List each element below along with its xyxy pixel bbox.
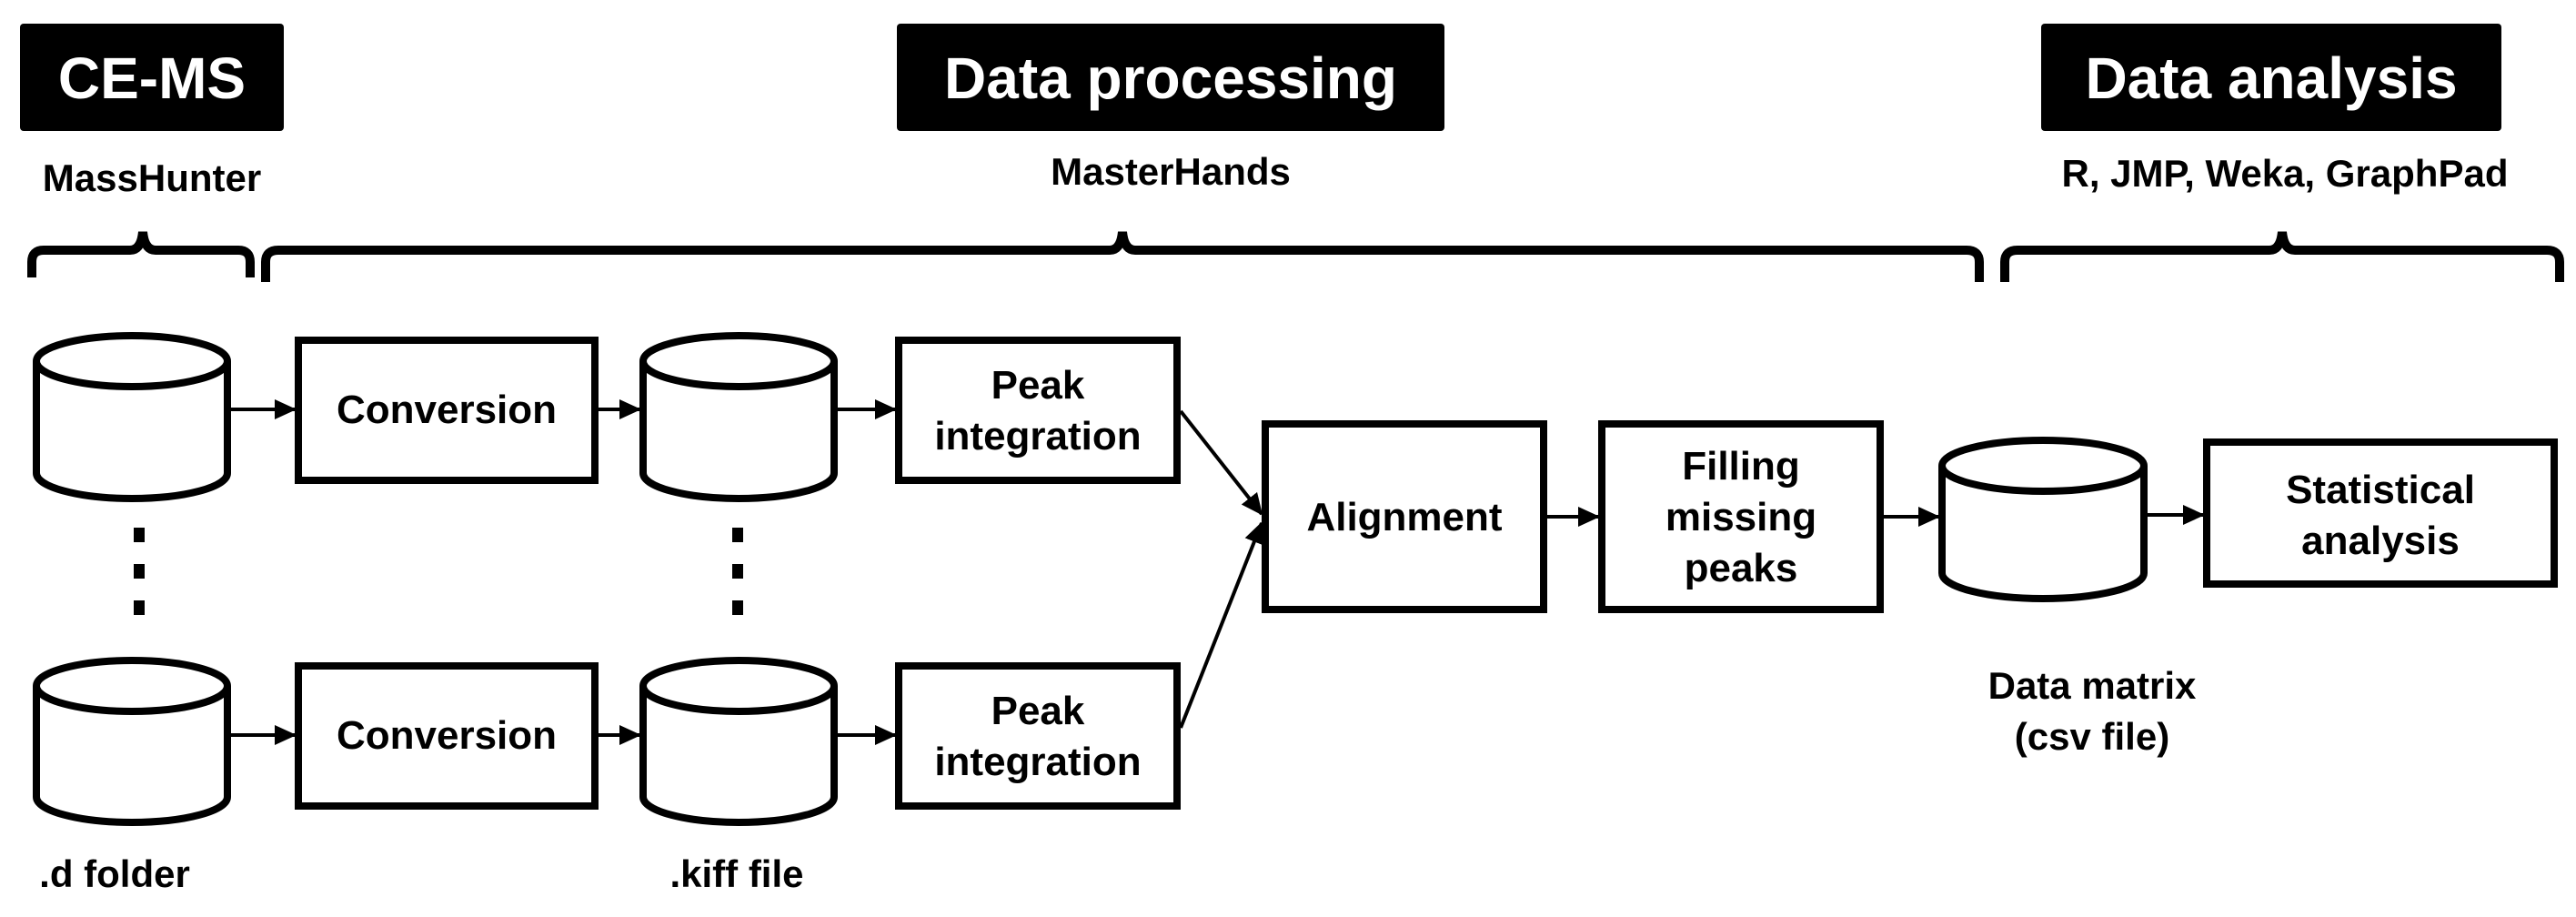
box-statistical-analysis: Statistical analysis: [2203, 438, 2558, 588]
box-filling-line3: peaks: [1685, 546, 1798, 590]
label-kiff-file: .kiff file: [669, 852, 803, 895]
box-peak-top-line2: integration: [934, 414, 1141, 458]
cylinder-kiff-top: [639, 332, 838, 502]
box-conversion-bottom-text: Conversion: [337, 713, 557, 758]
header-analysis-text: Data analysis: [2085, 45, 2457, 111]
brace-cems: [27, 231, 255, 277]
brace-analysis: [2000, 231, 2564, 282]
box-statistical-line1: Statistical: [2286, 468, 2475, 512]
software-masshunter: MassHunter: [43, 156, 261, 199]
cylinder-kiff-bottom: [639, 657, 838, 826]
box-peak-integration-bottom: Peak integration: [895, 662, 1181, 810]
label-d-folder: .d folder: [39, 852, 190, 895]
header-cems: CE-MS: [20, 24, 284, 131]
box-peak-bottom-line1: Peak: [991, 689, 1085, 733]
arrow-peak-bottom-to-alignment: [1179, 521, 1264, 729]
box-filling-line2: missing: [1665, 495, 1816, 539]
box-statistical-line2: analysis: [2301, 519, 2460, 563]
header-processing-text: Data processing: [944, 45, 1397, 111]
software-masterhands: MasterHands: [1051, 150, 1291, 193]
software-analysis-tools: R, JMP, Weka, GraphPad: [2062, 152, 2509, 195]
header-cems-text: CE-MS: [58, 45, 246, 111]
box-peak-top-line1: Peak: [991, 363, 1085, 408]
box-alignment: Alignment: [1262, 420, 1547, 613]
box-alignment-text: Alignment: [1306, 495, 1502, 539]
box-peak-bottom-line2: integration: [934, 740, 1141, 784]
box-peak-integration-top: Peak integration: [895, 337, 1181, 484]
box-filling-line1: Filling: [1682, 444, 1800, 489]
cylinder-d-folder-top: [33, 332, 231, 502]
header-data-processing: Data processing: [897, 24, 1444, 131]
cylinder-d-folder-bottom: [33, 657, 231, 826]
box-conversion-bottom: Conversion: [295, 662, 599, 810]
box-conversion-top: Conversion: [295, 337, 599, 484]
label-data-matrix-line1: Data matrix: [1988, 664, 2197, 707]
arrow-peak-top-to-alignment: [1179, 409, 1263, 516]
box-conversion-top-text: Conversion: [337, 388, 557, 432]
ellipsis-kiff: [732, 528, 743, 615]
cylinder-data-matrix: [1938, 437, 2148, 602]
label-data-matrix-line2: (csv file): [2015, 715, 2169, 758]
header-data-analysis: Data analysis: [2041, 24, 2501, 131]
ellipsis-d-folder: [134, 528, 145, 615]
brace-processing: [261, 231, 1984, 282]
box-filling-missing-peaks: Filling missing peaks: [1598, 420, 1884, 613]
